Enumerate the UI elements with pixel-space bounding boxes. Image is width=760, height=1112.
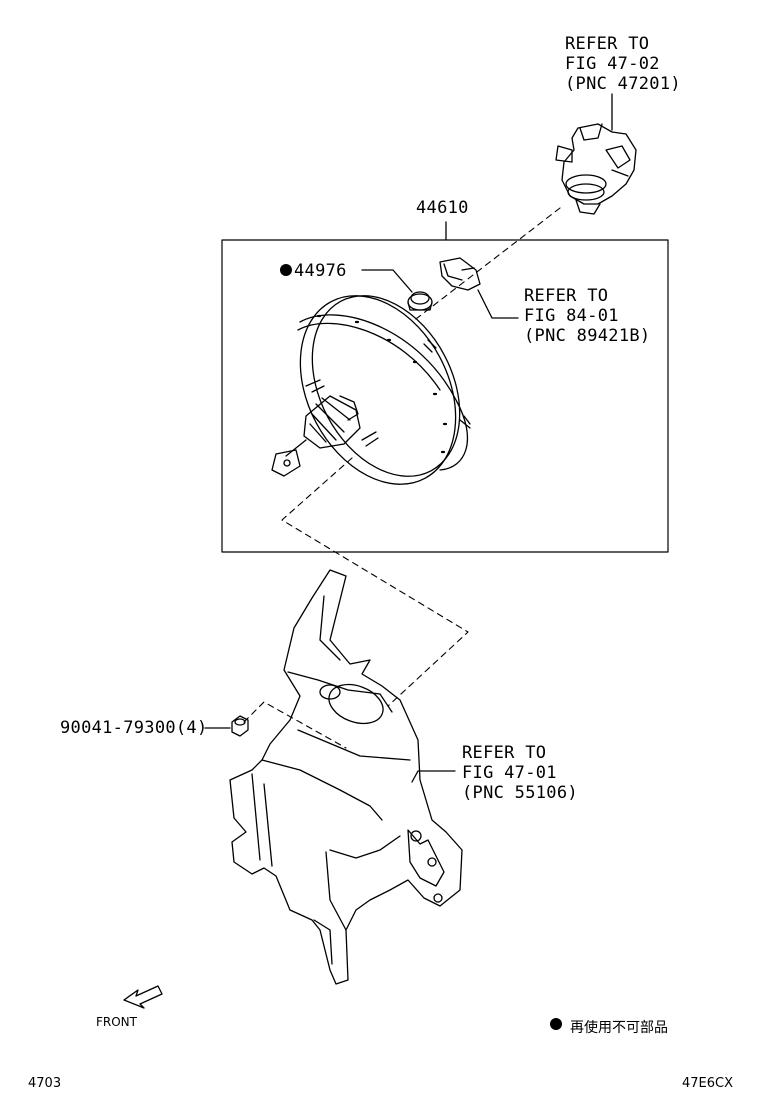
refer-top-line3: (PNC 47201)	[565, 74, 681, 94]
assembly-dashed-lines	[243, 207, 561, 749]
front-label: FRONT	[96, 1015, 137, 1029]
assembly-frame-box	[221, 239, 669, 553]
check-valve-part	[555, 123, 637, 215]
sensor-connector-part	[439, 257, 481, 291]
refer-bracket-line2: FIG 47-01	[462, 763, 557, 783]
page-code: 4703	[28, 1076, 62, 1091]
front-arrow-icon	[123, 985, 163, 1009]
refer-bracket-line1: REFER TO	[462, 743, 547, 763]
part-number-44976: 44976	[294, 261, 347, 281]
leader-refer-bracket	[411, 770, 456, 783]
brake-booster-part	[271, 295, 471, 485]
leader-44976	[361, 269, 413, 293]
refer-top-line2: FIG 47-02	[565, 54, 660, 74]
part-number-nut: 90041-79300(4)	[60, 718, 208, 738]
refer-mid-line3: (PNC 89421B)	[524, 326, 651, 346]
pedal-bracket-part	[229, 569, 463, 985]
figure-code: 47E6CX	[682, 1076, 734, 1091]
legend-text: 再使用不可部品	[570, 1020, 668, 1036]
refer-mid-line1: REFER TO	[524, 286, 609, 306]
refer-bracket-line3: (PNC 55106)	[462, 783, 578, 803]
part-number-44610: 44610	[416, 198, 469, 218]
nut-part	[231, 715, 249, 737]
non-reusable-dot-icon	[280, 264, 292, 276]
legend-dot-icon	[550, 1018, 562, 1030]
leader-refer-mid	[477, 289, 519, 319]
refer-top-line1: REFER TO	[565, 34, 650, 54]
grommet-part	[407, 291, 433, 311]
refer-mid-line2: FIG 84-01	[524, 306, 619, 326]
